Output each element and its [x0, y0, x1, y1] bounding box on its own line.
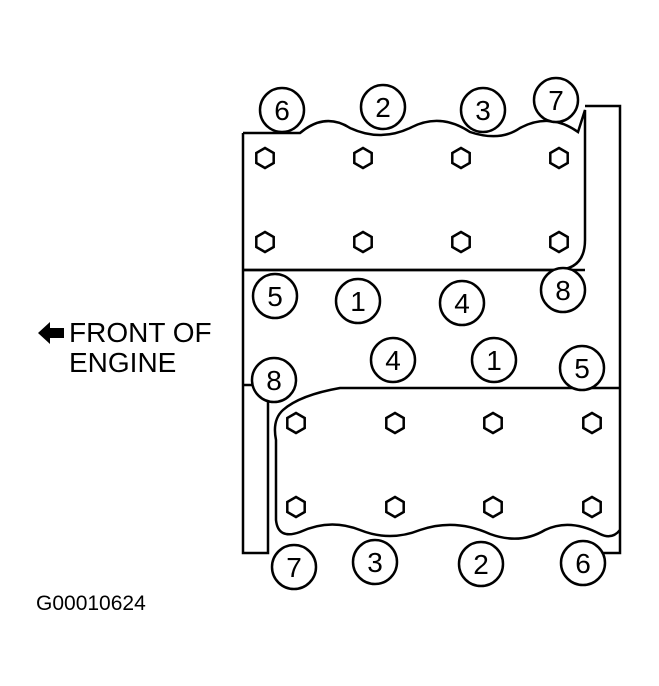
hex-bolt-icon: [451, 230, 471, 254]
sequence-badge-circle: [438, 279, 486, 327]
sequence-number: 2: [375, 92, 391, 123]
hex-bolt-icon: [286, 411, 306, 435]
hex-bolt-icon: [255, 146, 275, 170]
hex-bolt-icon: [286, 495, 306, 519]
sequence-number: 4: [454, 288, 470, 319]
front-label-line2: ENGINE: [69, 347, 177, 378]
sequence-number: 5: [267, 281, 283, 312]
lower-cylinder-head: [273, 386, 621, 540]
sequence-badge-circle: [532, 76, 580, 124]
figure-id: G00010624: [36, 592, 146, 615]
sequence-badge-circle: [250, 356, 298, 404]
bolt-hexes: [255, 146, 602, 519]
sequence-badge-circle: [351, 538, 399, 586]
sequence-badge-circle: [258, 86, 306, 134]
hex-bolt-icon: [582, 495, 602, 519]
front-of-engine-label: FRONT OF ENGINE: [38, 318, 212, 378]
sequence-badge-circle: [251, 272, 299, 320]
hex-bolt-icon: [353, 146, 373, 170]
hex-bolt-icon: [483, 495, 503, 519]
sequence-badge-circle: [457, 540, 505, 588]
sequence-number: 5: [574, 353, 590, 384]
sequence-badge-circle: [470, 336, 518, 384]
sequence-number: 7: [286, 552, 302, 583]
sequence-number: 6: [274, 95, 290, 126]
sequence-number: 3: [367, 547, 383, 578]
sequence-badge-circle: [369, 336, 417, 384]
sequence-badge-circle: [334, 277, 382, 325]
sequence-number: 2: [473, 549, 489, 580]
hex-bolt-icon: [451, 146, 471, 170]
hex-bolt-icon: [549, 146, 569, 170]
sequence-badge-circle: [559, 539, 607, 587]
sequence-badge-circle: [270, 543, 318, 591]
sequence-number: 8: [555, 275, 571, 306]
sequence-number: 1: [486, 345, 502, 376]
sequence-badge-circle: [558, 344, 606, 392]
left-arrow-icon: [38, 322, 64, 344]
hex-bolt-icon: [549, 230, 569, 254]
sequence-number: 3: [475, 95, 491, 126]
sequence-badge-circle: [539, 266, 587, 314]
engine-block-outline: [241, 104, 622, 555]
sequence-number: 4: [385, 345, 401, 376]
hex-bolt-icon: [483, 411, 503, 435]
hex-bolt-icon: [385, 495, 405, 519]
sequence-number: 7: [548, 85, 564, 116]
hex-bolt-icon: [582, 411, 602, 435]
front-label-line1: FRONT OF: [69, 317, 212, 348]
hex-bolt-icon: [255, 230, 275, 254]
sequence-number: 8: [266, 365, 282, 396]
sequence-badge-circle: [459, 86, 507, 134]
hex-bolt-icon: [353, 230, 373, 254]
upper-cylinder-head: [243, 109, 587, 272]
sequence-number: 6: [575, 548, 591, 579]
hex-bolt-icon: [385, 411, 405, 435]
sequence-number: 1: [350, 286, 366, 317]
sequence-badge-circle: [359, 83, 407, 131]
